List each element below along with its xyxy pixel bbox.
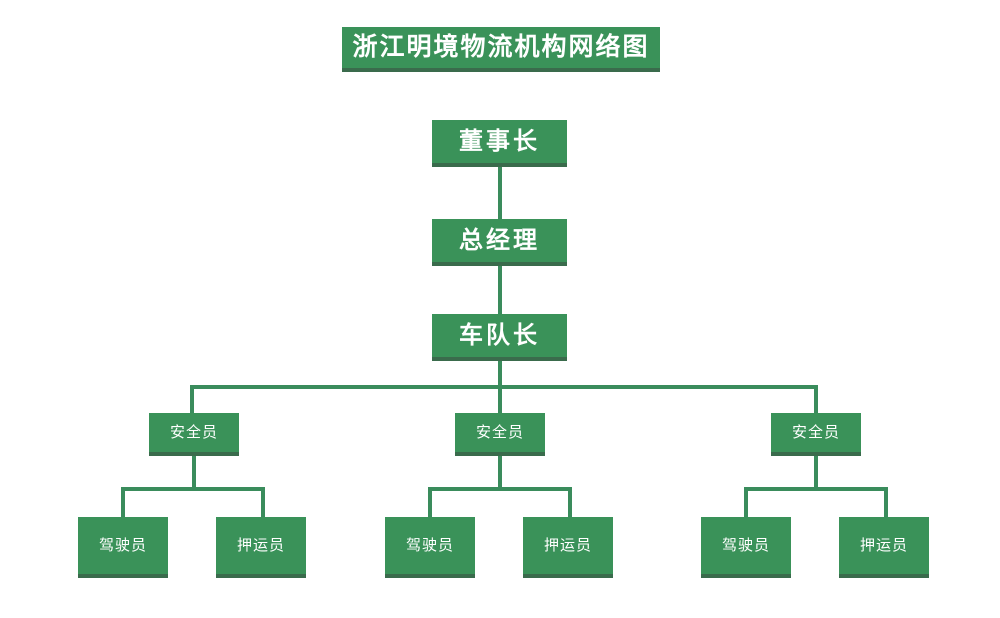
node-general-manager[interactable]: 总经理 bbox=[432, 219, 567, 266]
connector-safety-officer-1-to-escort bbox=[261, 487, 265, 517]
node-chairman[interactable]: 董事长 bbox=[432, 120, 567, 167]
node-driver-3[interactable]: 驾驶员 bbox=[701, 517, 791, 578]
connector-bus-to-safety-officer-1 bbox=[190, 385, 194, 413]
chart-title-box: 浙江明境物流机构网络图 bbox=[342, 27, 660, 72]
node-safety-officer-1[interactable]: 安全员 bbox=[149, 413, 239, 456]
connector-safety-officer-3-bus bbox=[744, 487, 888, 491]
connector-safety-officer-3-to-escort bbox=[884, 487, 888, 517]
connector-safety-officer-1-bus bbox=[121, 487, 265, 491]
node-escort-1[interactable]: 押运员 bbox=[216, 517, 306, 578]
connector-safety-officer-2-stem bbox=[498, 456, 502, 487]
node-escort-3[interactable]: 押运员 bbox=[839, 517, 929, 578]
connector-safety-officer-3-to-driver bbox=[744, 487, 748, 517]
connector-safety-officer-1-to-driver bbox=[121, 487, 125, 517]
node-fleet-captain[interactable]: 车队长 bbox=[432, 314, 567, 361]
node-escort-2[interactable]: 押运员 bbox=[523, 517, 613, 578]
connector-safety-officer-3-stem bbox=[814, 456, 818, 487]
connector-bus-to-safety-officer-2 bbox=[498, 385, 502, 413]
connector-safety-officer-2-bus bbox=[428, 487, 572, 491]
connector-chairman-to-general-manager bbox=[498, 167, 502, 219]
node-safety-officer-3[interactable]: 安全员 bbox=[771, 413, 861, 456]
node-safety-officer-2[interactable]: 安全员 bbox=[455, 413, 545, 456]
connector-safety-officer-2-to-driver bbox=[428, 487, 432, 517]
node-driver-1[interactable]: 驾驶员 bbox=[78, 517, 168, 578]
node-driver-2[interactable]: 驾驶员 bbox=[385, 517, 475, 578]
connector-safety-officer-2-to-escort bbox=[568, 487, 572, 517]
connector-fleet-captain-bus bbox=[190, 385, 818, 389]
connector-bus-to-safety-officer-3 bbox=[814, 385, 818, 413]
connector-general-manager-to-fleet-captain bbox=[498, 266, 502, 314]
connector-safety-officer-1-stem bbox=[192, 456, 196, 487]
connector-fleet-captain-stem bbox=[498, 361, 502, 387]
